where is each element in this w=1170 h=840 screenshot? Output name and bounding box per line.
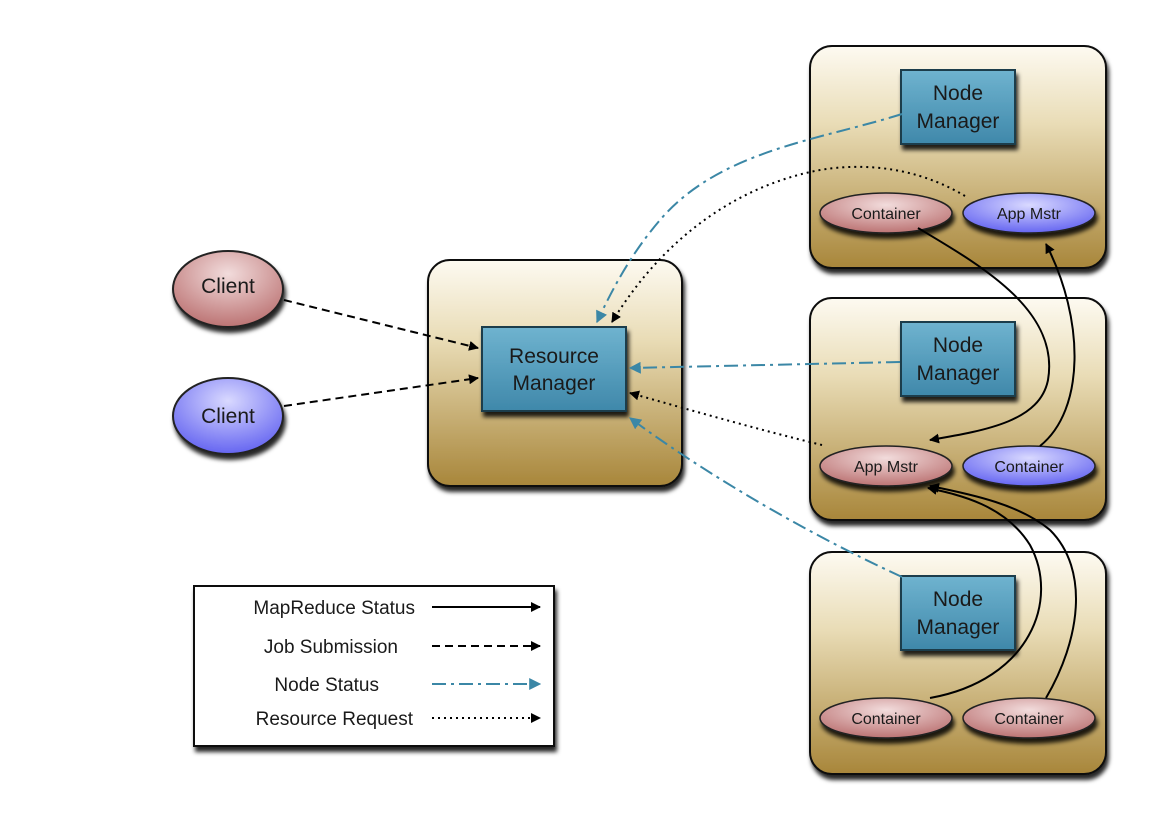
edge-node-status-1 xyxy=(596,113,903,324)
edge-mapreduce-status-3 xyxy=(927,485,1043,699)
node1-container: Container xyxy=(819,192,953,234)
node1-app-mstr: App Mstr xyxy=(962,192,1096,234)
resource-manager-line2: Manager xyxy=(513,372,596,395)
node-manager-2-line1: Node xyxy=(933,334,983,357)
node3-container-a: Container xyxy=(819,697,953,739)
node-manager-3-line1: Node xyxy=(933,588,983,611)
node3-container-a-label: Container xyxy=(851,711,921,728)
edge-mapreduce-status-2 xyxy=(1039,243,1076,447)
legend-label-job-submission: Job Submission xyxy=(264,637,398,658)
node2-container-label: Container xyxy=(994,459,1064,476)
node-manager-1: Node Manager xyxy=(900,69,1016,145)
node-manager-1-line1: Node xyxy=(933,82,983,105)
node-manager-3-line2: Manager xyxy=(917,616,1000,639)
edge-resource-request-2 xyxy=(629,390,823,446)
node2-container: Container xyxy=(962,445,1096,487)
node3-container-b-label: Container xyxy=(994,711,1064,728)
legend-label-resource-request: Resource Request xyxy=(256,709,414,730)
node3-container-b: Container xyxy=(962,697,1096,739)
edge-job-submission-client2 xyxy=(283,374,479,407)
edge-resource-request-1 xyxy=(611,165,966,323)
edge-mapreduce-status-1 xyxy=(917,227,1051,444)
edge-job-submission-client1 xyxy=(283,299,479,351)
node-manager-2-line2: Manager xyxy=(917,362,1000,385)
node-manager-2: Node Manager xyxy=(900,321,1016,397)
client-2-label: Client xyxy=(201,405,255,428)
legend: MapReduce Status Job Submission Node Sta… xyxy=(193,585,555,747)
legend-label-node-status: Node Status xyxy=(274,675,379,696)
node1-app-mstr-label: App Mstr xyxy=(997,206,1062,223)
client-1-label: Client xyxy=(201,275,255,298)
node-manager-1-line2: Manager xyxy=(917,110,1000,133)
edge-node-status-3 xyxy=(629,417,903,578)
node-manager-3: Node Manager xyxy=(900,575,1016,651)
resource-manager: Resource Manager xyxy=(481,326,627,412)
client-1: Client xyxy=(172,250,284,328)
node1-container-label: Container xyxy=(851,206,921,223)
client-2: Client xyxy=(172,377,284,455)
legend-label-mapreduce-status: MapReduce Status xyxy=(253,598,415,619)
edge-node-status-2 xyxy=(628,361,901,374)
node2-app-mstr-label: App Mstr xyxy=(854,459,919,476)
resource-manager-line1: Resource xyxy=(509,345,599,368)
node2-app-mstr: App Mstr xyxy=(819,445,953,487)
edge-mapreduce-status-4 xyxy=(929,482,1077,699)
